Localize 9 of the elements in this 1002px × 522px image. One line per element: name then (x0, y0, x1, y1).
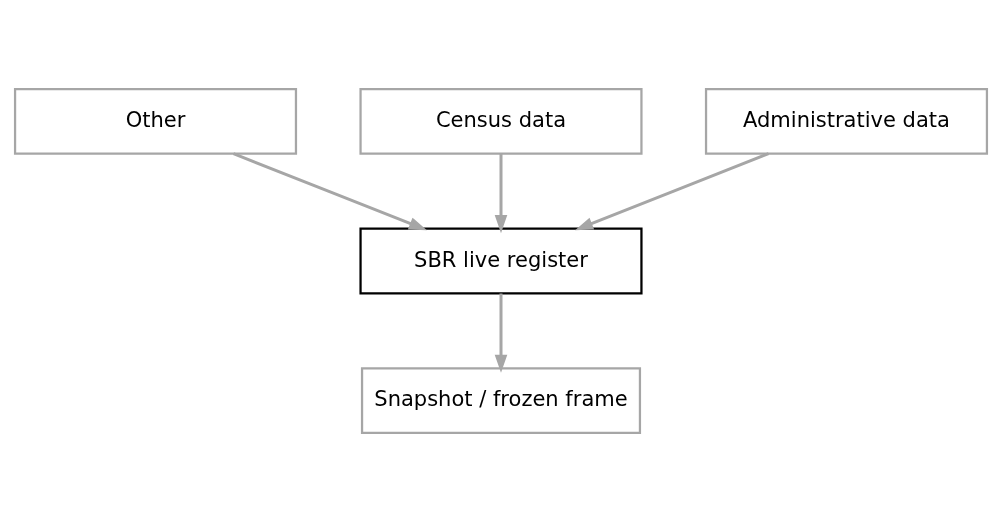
arrow (232, 152, 427, 231)
node-box: SBR live register (359, 227, 643, 295)
node-box: Other (13, 87, 298, 155)
arrow (494, 153, 508, 234)
node-box: Administrative data (704, 87, 989, 155)
arrow (494, 293, 508, 373)
node-box: Census data (359, 87, 643, 155)
arrow (575, 152, 770, 231)
node-box: Snapshot / frozen frame (360, 367, 642, 435)
